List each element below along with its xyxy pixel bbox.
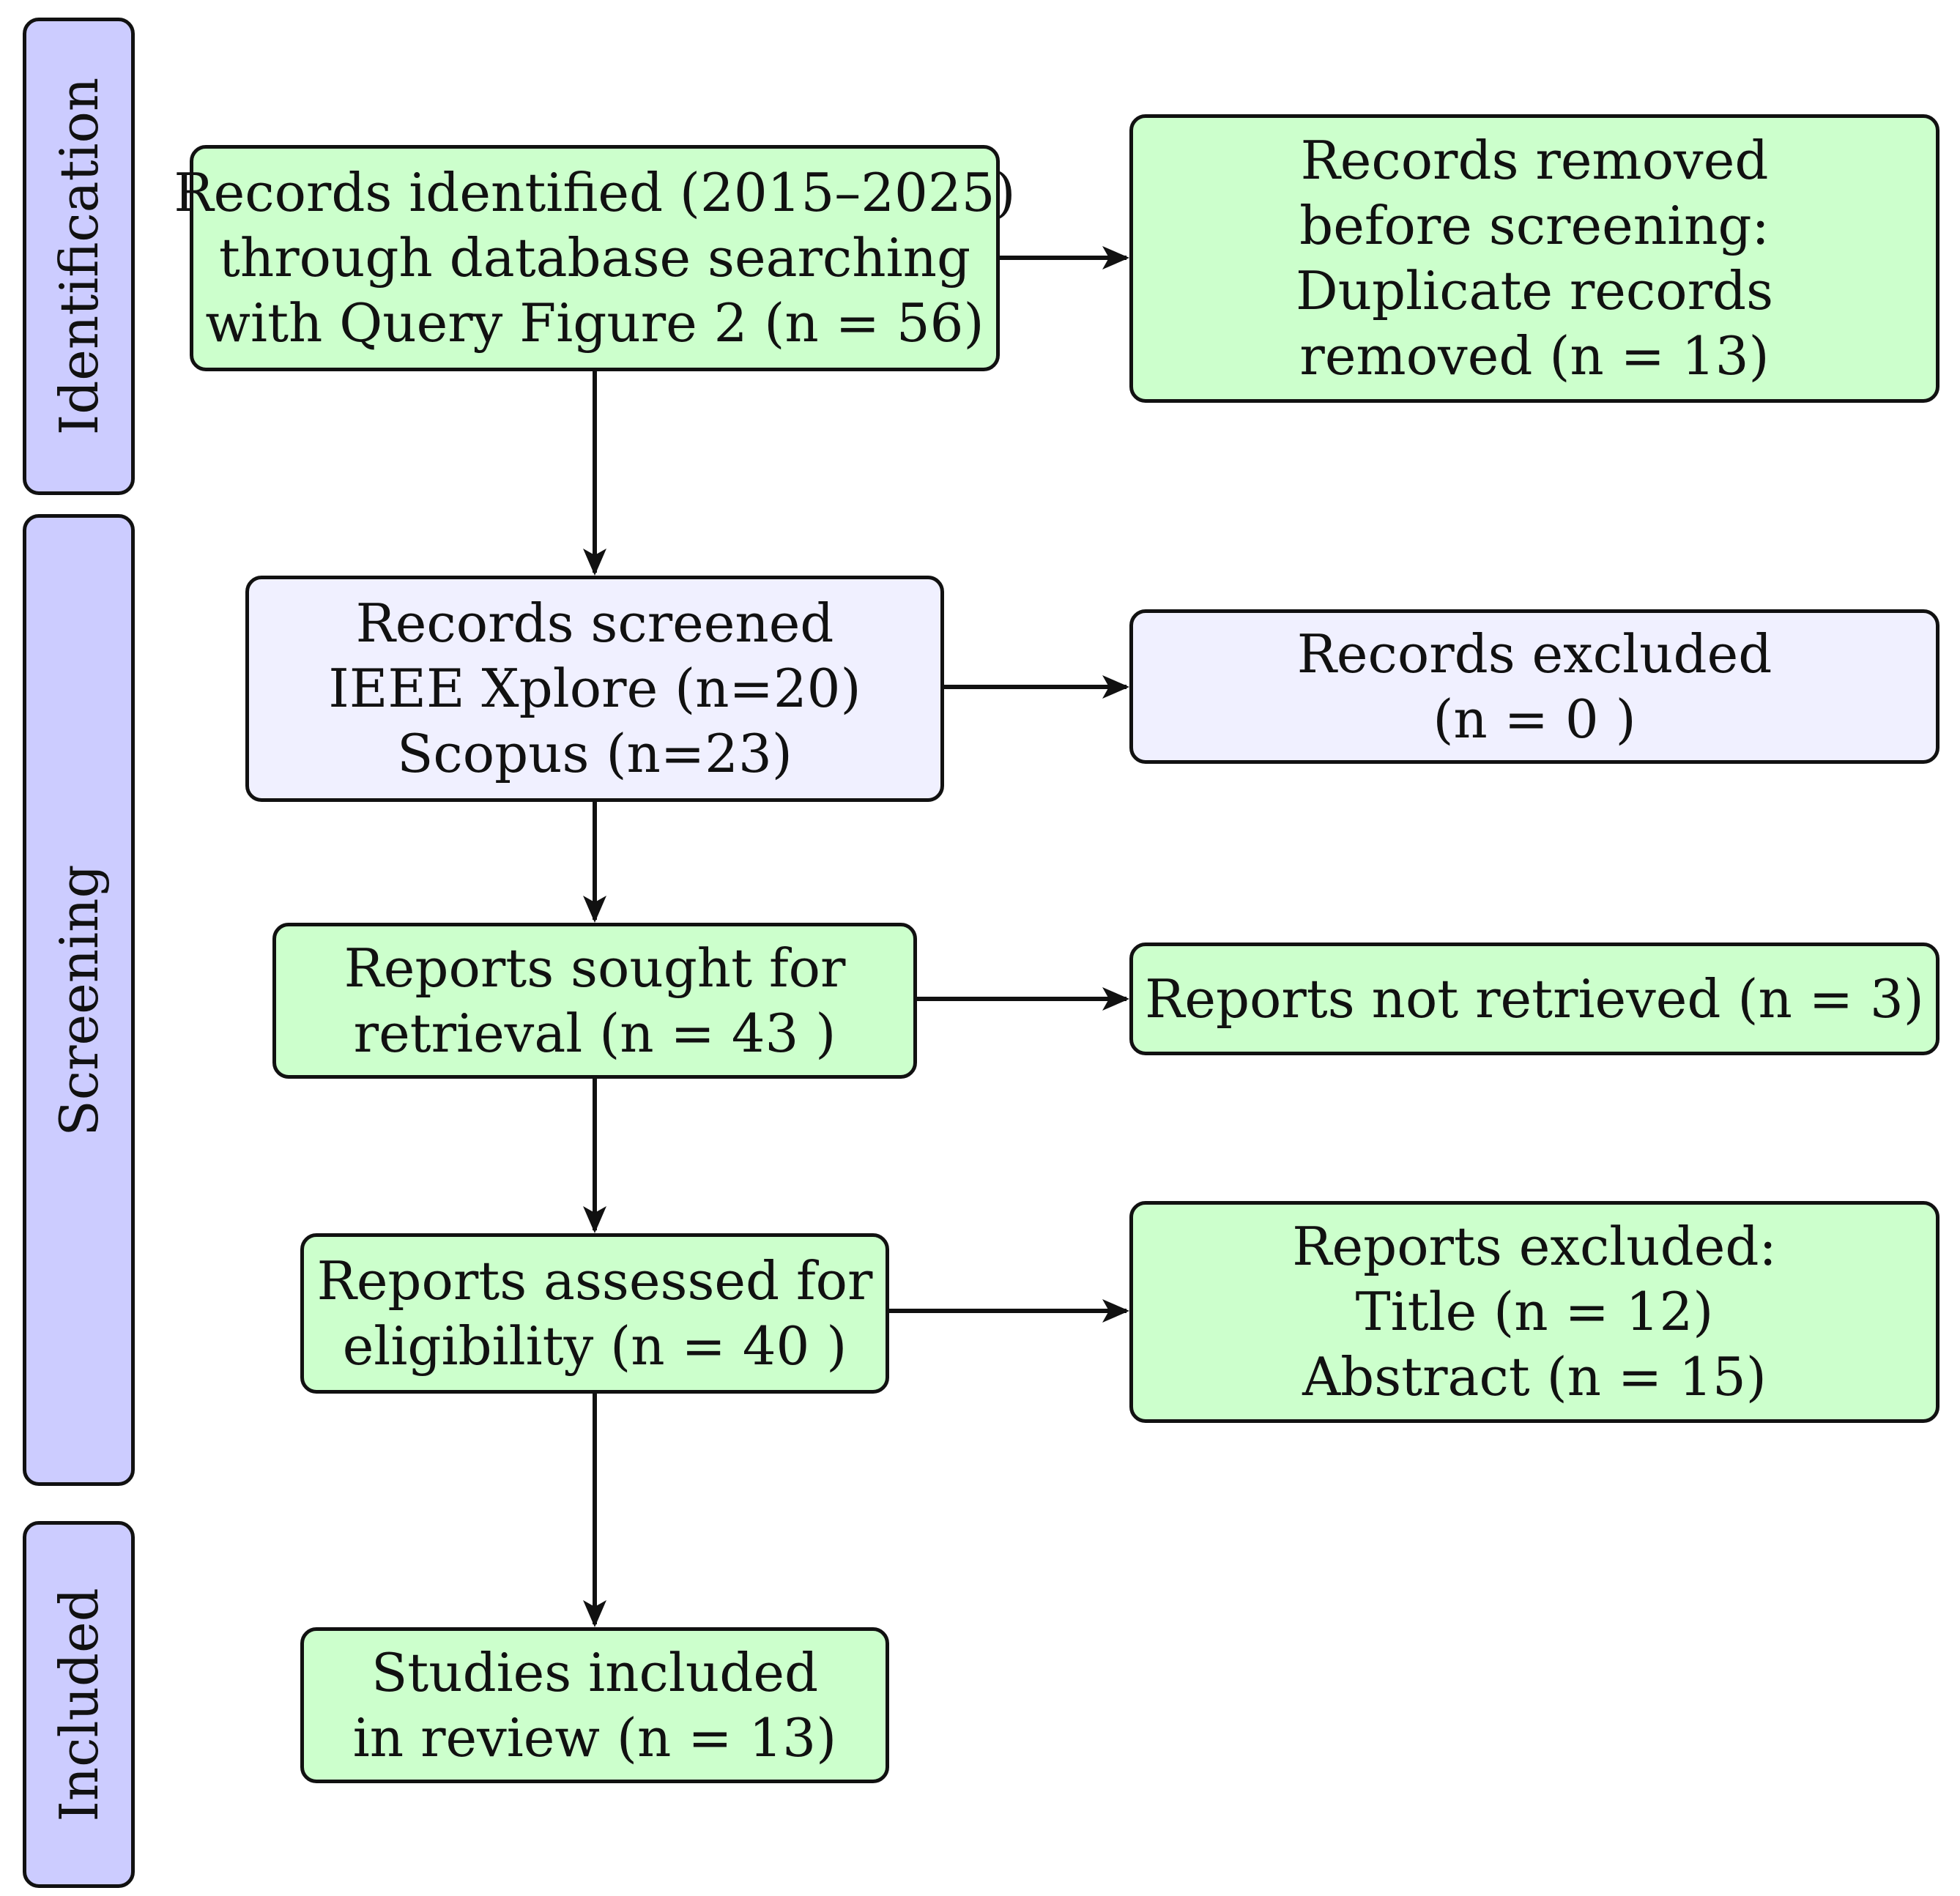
records-removed-box: Records removed before screening: Duplic… <box>1129 114 1939 403</box>
reports-excluded-box: Reports excluded: Title (n = 12) Abstrac… <box>1129 1201 1939 1423</box>
records-excluded-box: Records excluded (n = 0 ) <box>1129 609 1939 764</box>
records-excluded-line-2: (n = 0 ) <box>1433 688 1636 750</box>
arrowhead-right-3 <box>1102 987 1129 1011</box>
reports-excluded-line-1: Reports excluded: <box>1292 1216 1777 1277</box>
reports-sought-line-2: retrieval (n = 43 ) <box>353 1002 836 1064</box>
records-screened-line-2: IEEE Xplore (n=20) <box>328 658 861 719</box>
reports-sought-box: Reports sought for retrieval (n = 43 ) <box>272 923 917 1079</box>
reports-assessed-box: Reports assessed for eligibility (n = 40… <box>300 1233 889 1394</box>
phase-identification: Identification <box>23 18 135 495</box>
phase-identification-label: Identification <box>48 77 110 436</box>
reports-not-retrieved-box: Reports not retrieved (n = 3) <box>1129 943 1939 1055</box>
arrowhead-down-1 <box>583 549 606 576</box>
records-identified-line-1: Records identified (2015–2025) <box>174 162 1016 223</box>
records-identified-line-3: with Query Figure 2 (n = 56) <box>205 292 984 354</box>
reports-assessed-line-2: eligibility (n = 40 ) <box>342 1315 847 1377</box>
reports-assessed-line-1: Reports assessed for <box>316 1249 873 1312</box>
arrowhead-right-2 <box>1102 675 1129 699</box>
records-screened-line-1: Records screened <box>355 592 834 654</box>
studies-included-line-1: Studies included <box>371 1641 819 1703</box>
records-identified-line-2: through database searching <box>218 227 971 289</box>
phase-screening-label: Screening <box>48 863 110 1137</box>
records-excluded-line-1: Records excluded <box>1296 622 1772 685</box>
records-removed-line-2: before screening: <box>1299 195 1770 256</box>
arrowhead-right-1 <box>1102 246 1129 269</box>
arrowhead-down-2 <box>583 896 606 923</box>
arrowhead-right-4 <box>1102 1299 1129 1323</box>
arrowhead-down-4 <box>583 1600 606 1627</box>
records-removed-line-4: removed (n = 13) <box>1299 325 1770 387</box>
reports-excluded-line-2: Title (n = 12) <box>1355 1281 1714 1342</box>
records-screened-box: Records screened IEEE Xplore (n=20) Scop… <box>245 576 944 802</box>
phase-included: Included <box>23 1521 135 1888</box>
records-removed-line-3: Duplicate records <box>1295 260 1774 321</box>
records-removed-line-1: Records removed <box>1300 130 1769 191</box>
phase-included-label: Included <box>48 1587 110 1822</box>
studies-included-line-2: in review (n = 13) <box>352 1706 837 1769</box>
reports-not-retrieved-line-1: Reports not retrieved (n = 3) <box>1145 967 1924 1030</box>
records-screened-line-3: Scopus (n=23) <box>397 723 792 784</box>
phase-screening: Screening <box>23 514 135 1486</box>
records-identified-box: Records identified (2015–2025) through d… <box>174 145 1016 371</box>
reports-excluded-line-3: Abstract (n = 15) <box>1302 1346 1767 1408</box>
reports-sought-line-1: Reports sought for <box>344 937 846 999</box>
studies-included-box: Studies included in review (n = 13) <box>300 1627 889 1783</box>
arrowhead-down-3 <box>583 1206 606 1233</box>
